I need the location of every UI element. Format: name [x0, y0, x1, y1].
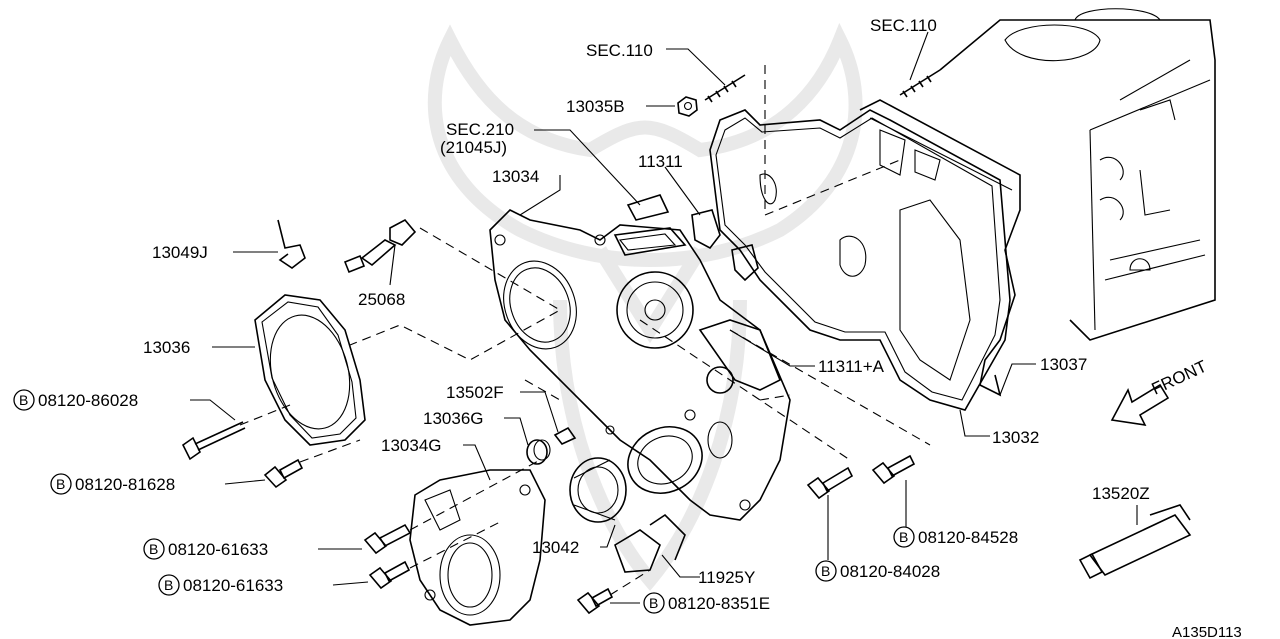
bolt-label-08120-84528: B 08120-84528 — [893, 526, 1018, 548]
bolt-marker: B — [56, 476, 65, 492]
leader-lines — [190, 31, 1138, 604]
bolt-code-labels: B 08120-86028 B 08120-81628 B 08120-8452… — [13, 389, 1018, 614]
oil-seal-13042 — [569, 457, 627, 523]
bolt-marker: B — [164, 577, 173, 593]
label-13032: 13032 — [992, 428, 1039, 447]
bolt-08120-81628 — [263, 458, 304, 489]
front-arrow: FRONT — [1110, 357, 1210, 427]
bolt-marker: B — [899, 529, 908, 545]
label-sec110-a: SEC.110 — [586, 41, 653, 60]
bolt-label-08120-8351e: B 08120-8351E — [643, 592, 770, 614]
bolt-label-08120-61633-upper: B 08120-61633 — [143, 538, 268, 560]
bolt-label-08120-61633-lower: B 08120-61633 — [158, 574, 283, 596]
bolt-08120-61633-lower — [368, 560, 411, 590]
bolt-08120-61633-upper — [363, 523, 412, 555]
nut-13035b — [677, 96, 698, 117]
label-13042: 13042 — [532, 538, 579, 557]
sensor-25068 — [343, 218, 417, 274]
bolt-08120-84028 — [806, 466, 854, 500]
clip-13049j — [277, 219, 306, 269]
label-25068: 25068 — [358, 290, 405, 309]
label-08120-81628: 08120-81628 — [75, 475, 175, 494]
bolt-08120-86028 — [181, 421, 246, 461]
gasket-13032 — [709, 109, 1011, 411]
label-sec210: SEC.210 — [446, 120, 514, 139]
sealant-tube-13520z — [1078, 504, 1192, 580]
cover-13034g — [409, 469, 546, 626]
label-13035b: 13035B — [566, 97, 625, 116]
label-13036g: 13036G — [423, 409, 484, 428]
label-08120-8351e: 08120-8351E — [668, 594, 770, 613]
label-11925y: 11925Y — [698, 568, 755, 587]
label-13049j: 13049J — [152, 243, 208, 262]
bolt-marker: B — [649, 595, 658, 611]
front-label: FRONT — [1149, 357, 1210, 399]
gasket-11311 — [691, 209, 759, 282]
label-13520z: 13520Z — [1092, 484, 1150, 503]
bracket-11925y — [614, 513, 686, 573]
engine-block — [939, 8, 1216, 341]
gasket-13036 — [254, 294, 366, 446]
label-08120-84528: 08120-84528 — [918, 528, 1018, 547]
label-11311: 11311 — [638, 152, 683, 171]
bolt-08120-84528 — [871, 454, 916, 485]
bolt-marker: B — [149, 541, 158, 557]
label-11311a: 11311+A — [818, 357, 885, 376]
label-13034: 13034 — [492, 167, 539, 186]
pin-13502f — [553, 426, 577, 445]
label-sec110-b: SEC.110 — [870, 16, 937, 35]
sec210-plate — [626, 194, 670, 221]
stud-bolt-left — [704, 74, 746, 103]
gasket-13037 — [859, 99, 1021, 397]
watermark-logo — [427, 22, 863, 591]
front-cover-13034 — [489, 209, 791, 521]
label-08120-61633-lower: 08120-61633 — [183, 576, 283, 595]
part-labels: SEC.110 SEC.110 13035B SEC.210 (21045J) … — [143, 16, 1242, 639]
stud-bolt-right — [899, 69, 941, 98]
dashed-reference-lines — [239, 65, 931, 596]
seal-13036g — [526, 439, 551, 465]
bolt-08120-8351e — [576, 587, 614, 615]
bolt-marker: B — [821, 563, 830, 579]
label-08120-61633-upper: 08120-61633 — [168, 540, 268, 559]
label-13034g: 13034G — [381, 436, 442, 455]
label-08120-86028: 08120-86028 — [38, 391, 138, 410]
label-13502f: 13502F — [446, 383, 504, 402]
label-13036: 13036 — [143, 338, 190, 357]
bolt-label-08120-84028: B 08120-84028 — [815, 560, 940, 582]
bolt-label-08120-86028: B 08120-86028 — [13, 389, 138, 411]
label-08120-84028: 08120-84028 — [840, 562, 940, 581]
label-sec210-sub: (21045J) — [440, 138, 507, 157]
label-13037: 13037 — [1040, 355, 1087, 374]
bolt-label-08120-81628: B 08120-81628 — [50, 473, 175, 495]
label-diagram-id: A135D113 — [1172, 624, 1242, 639]
bolt-marker: B — [19, 392, 28, 408]
